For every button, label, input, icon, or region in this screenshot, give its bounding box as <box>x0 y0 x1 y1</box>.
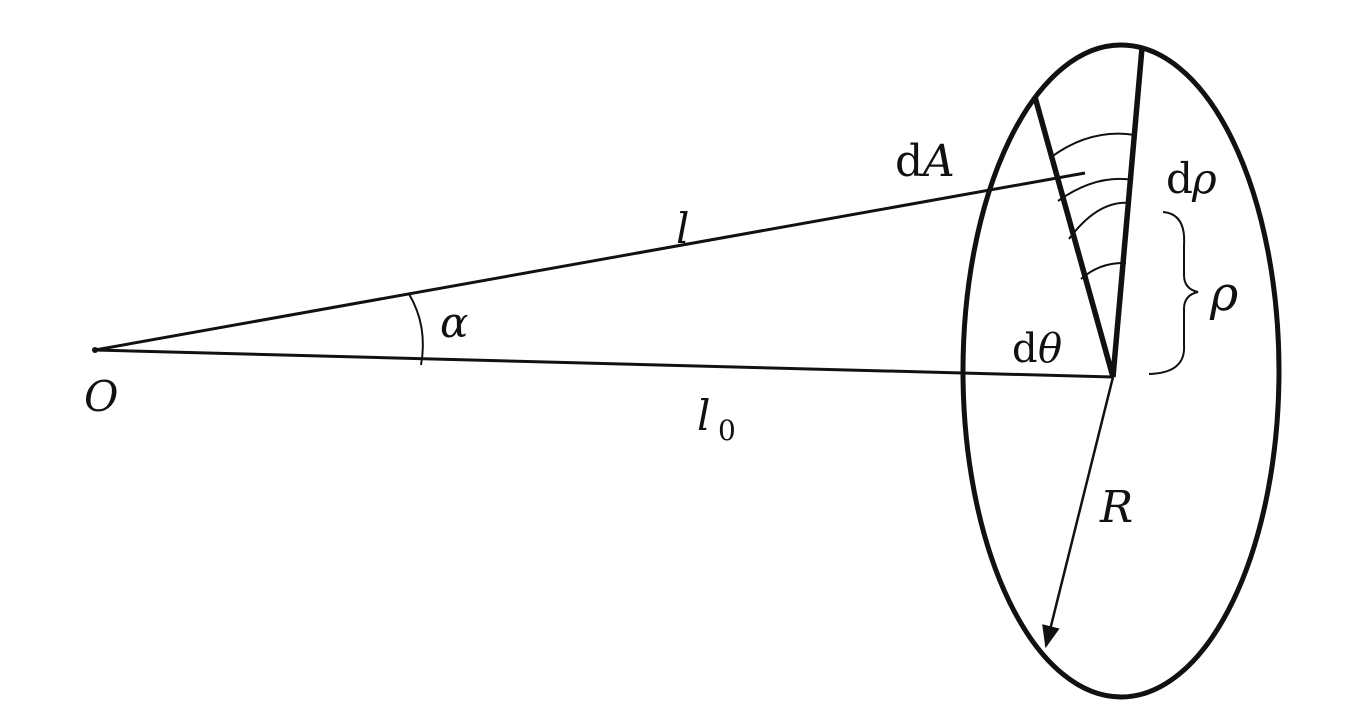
radius-line-1 <box>1032 96 1116 378</box>
slant-line-l <box>94 171 1086 352</box>
axis-line-l0 <box>94 348 1114 379</box>
angle-alpha-arc <box>408 293 424 366</box>
label-R: R <box>1099 482 1133 533</box>
label-drho-d: d <box>1166 154 1193 203</box>
label-l0-sub: 0 <box>718 414 736 447</box>
origin-point <box>92 347 98 353</box>
label-l0-main: l <box>697 391 710 440</box>
label-rho: ρ <box>1209 266 1238 322</box>
label-dtheta-d: d <box>1012 326 1038 372</box>
sector-arc-2 <box>1068 201 1131 240</box>
label-l0: l 0 <box>697 391 736 447</box>
label-alpha: α <box>440 298 468 347</box>
label-dA-d: d <box>895 136 923 187</box>
radius-R-arrow <box>1042 376 1115 649</box>
label-drho: d ρ <box>1166 154 1217 203</box>
label-drho-rho: ρ <box>1191 154 1217 203</box>
disk-outline <box>960 42 1282 700</box>
rho-brace <box>1148 211 1199 375</box>
label-dtheta: d θ <box>1012 326 1062 372</box>
label-l: l <box>676 204 689 253</box>
sector-arc-4 <box>1049 132 1136 159</box>
label-dA: d A <box>895 136 955 187</box>
label-dtheta-theta: θ <box>1038 326 1062 372</box>
label-dA-A: A <box>919 136 955 187</box>
sector-arc-3 <box>1057 177 1134 202</box>
label-origin: O <box>84 372 118 421</box>
sector-arc-1 <box>1080 261 1127 280</box>
radius-line-2 <box>1110 47 1145 378</box>
